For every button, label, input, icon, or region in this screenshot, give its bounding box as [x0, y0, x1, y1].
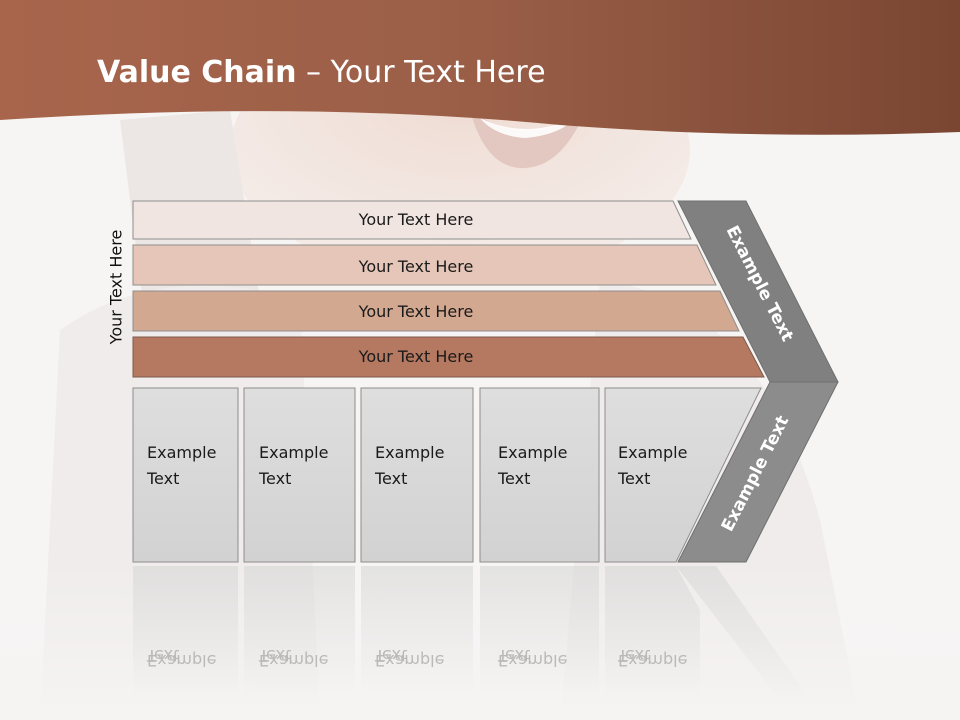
reflection-label: Example — [498, 651, 567, 670]
row-band-1-shape — [132, 200, 692, 240]
row-band-4: Your Text Here — [132, 336, 765, 378]
activity-box-2-line2: Text — [258, 469, 291, 488]
row-band-2-label: Your Text Here — [358, 257, 474, 276]
reflection-label: Example — [375, 651, 444, 670]
header-band — [0, 0, 960, 135]
reflection-boxes — [133, 566, 810, 700]
activity-box-2: Example Text — [243, 387, 356, 563]
reflection-label: Example — [618, 651, 687, 670]
activity-box-3: Example Text — [360, 387, 474, 563]
reflection-label: Text — [617, 646, 650, 665]
reflection-label: Text — [146, 646, 179, 665]
activity-box-2-shape — [243, 387, 356, 563]
activity-box-1-line2: Text — [146, 469, 179, 488]
reflection-text: Example Text Example Text Example Text E… — [146, 646, 687, 670]
row-band-2: Your Text Here — [132, 244, 717, 286]
row-band-4-shape — [132, 336, 765, 378]
chevron-lower-shape — [677, 381, 839, 563]
row-band-3-shape — [132, 290, 740, 332]
activity-box-5: Example Text — [604, 387, 762, 563]
row-band-3-label: Your Text Here — [358, 302, 474, 321]
slide-title: Value Chain – Your Text Here — [97, 55, 546, 90]
row-band-1-label: Your Text Here — [358, 210, 474, 229]
activity-box-4-line1: Example — [498, 443, 567, 462]
activity-box-1: Example Text — [132, 387, 239, 563]
activity-box-3-line1: Example — [375, 443, 444, 462]
activity-box-5-shape — [604, 387, 762, 563]
activity-box-4-line2: Text — [497, 469, 530, 488]
activity-box-3-line2: Text — [374, 469, 407, 488]
reflection-label: Example — [147, 651, 216, 670]
activity-box-1-shape — [132, 387, 239, 563]
activity-box-2-line1: Example — [259, 443, 328, 462]
row-band-4-label: Your Text Here — [358, 347, 474, 366]
row-band-1: Your Text Here — [132, 200, 692, 240]
activity-box-4-shape — [479, 387, 600, 563]
activity-box-1-line1: Example — [147, 443, 216, 462]
activity-box-4: Example Text — [479, 387, 600, 563]
row-band-3: Your Text Here — [132, 290, 740, 332]
reflection-label: Example — [259, 651, 328, 670]
row-band-2-shape — [132, 244, 717, 286]
title-bold: Value Chain — [97, 55, 297, 90]
reflection-label: Text — [258, 646, 291, 665]
title-rest: – Your Text Here — [296, 55, 546, 90]
reflection-label: Text — [497, 646, 530, 665]
activity-box-5-line2: Text — [617, 469, 650, 488]
activity-box-3-shape — [360, 387, 474, 563]
reflection-label: Text — [374, 646, 407, 665]
activity-box-5-line1: Example — [618, 443, 687, 462]
